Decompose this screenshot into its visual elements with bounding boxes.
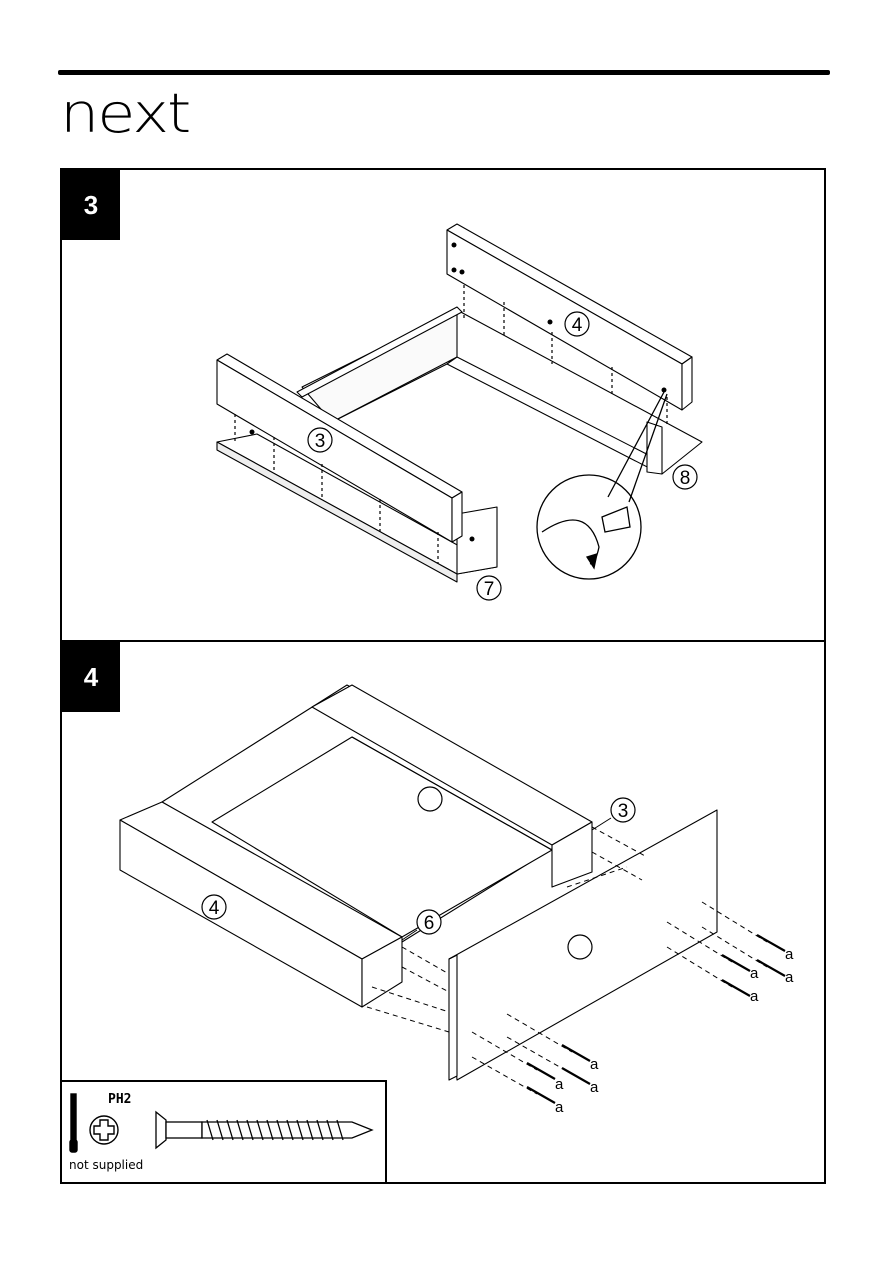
screw-icon — [156, 1112, 372, 1148]
fastener-a-label: a — [555, 1076, 564, 1093]
callout-7: 7 — [484, 579, 495, 600]
fastener-a-label: a — [555, 1099, 564, 1116]
fastener-a-label: a — [785, 946, 794, 963]
callout-8: 8 — [680, 468, 691, 489]
brand-logo: next — [60, 86, 189, 141]
callout-4: 4 — [572, 315, 583, 336]
tool-not-supplied-note: not supplied — [69, 1158, 143, 1172]
fastener-a-label: a — [785, 969, 794, 986]
step-4-panel: 4 — [60, 640, 826, 1184]
top-rule — [58, 70, 830, 75]
callout-3: 3 — [315, 431, 326, 452]
callout-3: 3 — [618, 801, 629, 822]
step-3-panel: 3 — [60, 168, 826, 642]
fastener-a-label: a — [750, 965, 759, 982]
fastener-a-label: a — [590, 1079, 599, 1096]
upright-7 — [457, 507, 497, 574]
callout-6: 6 — [424, 913, 435, 934]
fastener-a-label: a — [750, 988, 759, 1005]
step-3-diagram: 4 3 8 7 — [62, 170, 824, 640]
callout-4: 4 — [209, 898, 220, 919]
hardware-legend: PH2 not supplied — [60, 1080, 387, 1184]
fastener-a-label: a — [590, 1056, 599, 1073]
